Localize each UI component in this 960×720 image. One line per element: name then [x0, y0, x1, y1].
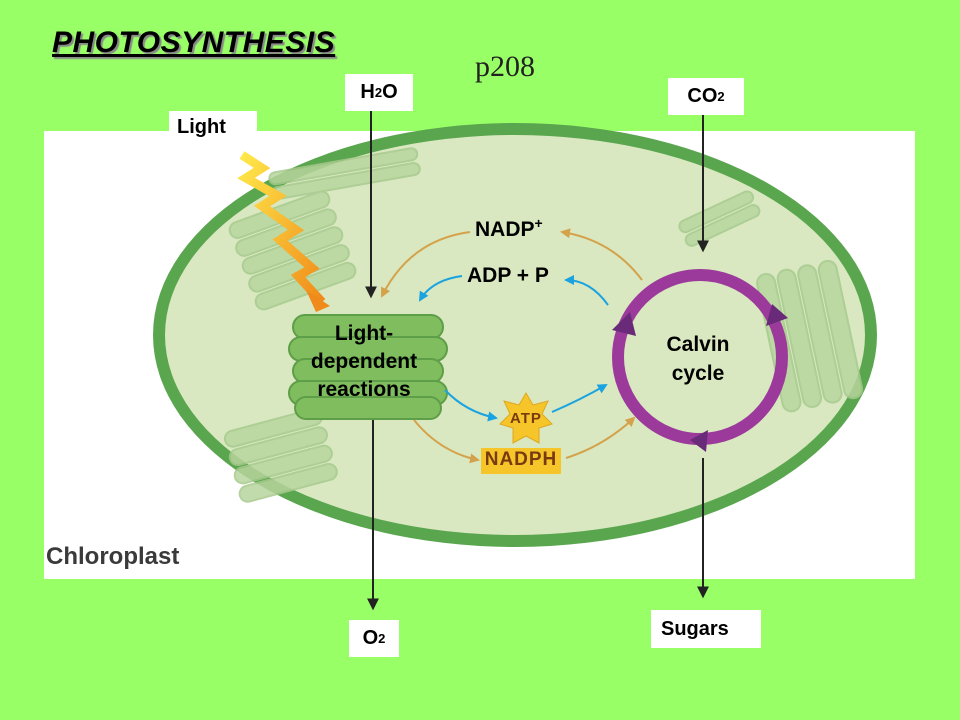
nadp-label: NADP+	[475, 215, 543, 242]
o2-main: O	[362, 627, 379, 649]
calvin-arrowhead-left	[612, 312, 636, 336]
h2o-tail: O	[382, 81, 398, 103]
h2o-main: H	[360, 81, 375, 103]
light-to-atp-arrow	[444, 389, 498, 422]
o2-subscript: 2	[378, 631, 386, 646]
light-input-label: Light	[169, 111, 257, 144]
light-dependent-reactions-label: Light- dependent reactions	[300, 320, 428, 404]
nadp-return-arrow	[560, 228, 643, 281]
adp-to-light-arrow	[418, 275, 463, 302]
nadp-to-light-arrow	[381, 231, 471, 298]
chloroplast-label: Chloroplast	[46, 543, 180, 570]
adp-return-arrow	[564, 275, 609, 306]
calvin-arrowhead-top-right	[766, 304, 788, 326]
co2-subscript: 2	[717, 89, 725, 104]
light-dependent-line-2: dependent	[310, 350, 418, 373]
light-dependent-line-3: reactions	[317, 378, 411, 401]
co2-main: CO	[687, 85, 718, 107]
light-dependent-line-1: Light-	[334, 322, 394, 345]
nadp-main: NADP	[475, 218, 535, 241]
nadph-to-calvin-arrow	[565, 416, 636, 459]
light-to-nadph-arrow	[413, 419, 480, 464]
calvin-cycle-label: Calvin cycle	[648, 330, 748, 388]
page-reference: p208	[475, 50, 535, 83]
thylakoid-stack	[288, 314, 448, 420]
nadp-superscript: +	[534, 215, 543, 231]
nadph-label: NADPH	[484, 449, 558, 470]
sugars-output-label: Sugars	[651, 610, 761, 648]
calvin-line-2: cycle	[671, 362, 725, 385]
atp-star	[499, 392, 553, 444]
h2o-subscript: 2	[374, 85, 383, 100]
light-bolt-arrowhead	[306, 290, 330, 312]
nadph-box	[481, 448, 561, 474]
calvin-arrowhead-bottom	[690, 430, 708, 452]
page-title: PHOTOSYNTHESIS	[52, 26, 336, 59]
calvin-line-1: Calvin	[666, 333, 730, 356]
atp-to-calvin-arrow	[551, 384, 608, 413]
adp-label: ADP + P	[467, 264, 549, 287]
light-bolt	[237, 151, 326, 306]
atp-label: ATP	[510, 410, 542, 427]
